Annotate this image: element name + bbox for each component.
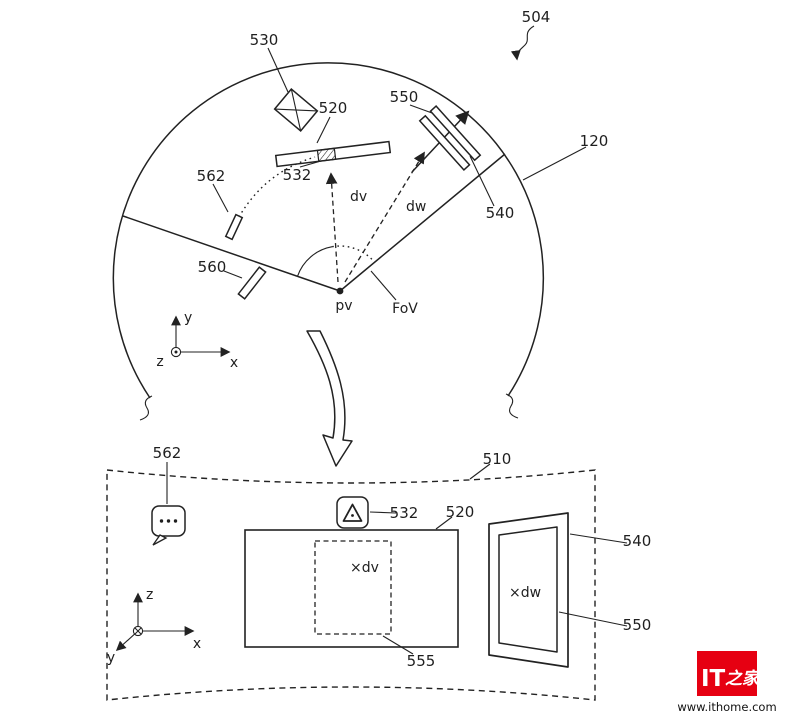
fov-right-edge (339, 153, 506, 292)
pv-point (336, 287, 344, 295)
fov-angle-arc-solid (296, 246, 333, 277)
ref-label-520: 520 (319, 99, 348, 117)
ref-label-562: 562 (197, 167, 226, 185)
slat-560 (237, 266, 267, 300)
leader-510 (469, 463, 491, 480)
axes-bottom: z x y (107, 587, 201, 666)
sphere-break-left (139, 395, 153, 421)
leader-540 (469, 155, 495, 207)
leader-fov (370, 270, 397, 301)
dw-label: dw (406, 199, 426, 215)
dw-arrow (344, 151, 425, 283)
ref-label-560: 560 (198, 258, 227, 276)
panorama-boundary (106, 469, 596, 701)
fov-left-edge (122, 215, 341, 292)
dv-marker: ×dv (350, 560, 379, 576)
panorama-view: ×dv ×dw z x y 510 562 532 520 540 550 55… (106, 444, 652, 701)
window-slats-550 (411, 105, 482, 173)
dv-label: dv (350, 189, 367, 205)
axis-label-y: y (184, 310, 192, 326)
leader-560 (223, 270, 243, 279)
leader-550 (409, 104, 433, 114)
axes-top: y x z (156, 310, 238, 371)
ref-label-504: 504 (522, 8, 551, 26)
leader-520 (316, 116, 331, 144)
watermark: IT 之家 www.ithome.com (677, 651, 777, 714)
axis-label-y: y (107, 650, 115, 666)
axis-label-z: z (156, 354, 163, 370)
ref-label-532: 532 (283, 166, 312, 184)
ref-label-530: 530 (250, 31, 279, 49)
leader-562 (212, 183, 229, 213)
ref-label-120: 120 (580, 132, 609, 150)
ref-label-540: 540 (623, 532, 652, 550)
hatched-region-532 (316, 147, 337, 162)
sphere-arc (112, 62, 545, 399)
axis-label-z: z (146, 587, 153, 603)
ithome-logo (697, 651, 757, 696)
ref-label-555: 555 (407, 652, 436, 670)
axis-label-x: x (230, 355, 238, 371)
frame-inner (498, 526, 558, 653)
leader-504 (510, 25, 535, 61)
app-triangle-icon (336, 496, 369, 529)
ref-label-562: 562 (153, 444, 182, 462)
leader-555 (382, 635, 414, 655)
sphere-break-right (505, 393, 519, 419)
leader-530 (267, 47, 289, 93)
leader-120 (522, 146, 587, 181)
dw-marker: ×dw (509, 585, 541, 601)
site-url: www.ithome.com (677, 700, 776, 714)
slat-562 (224, 156, 316, 241)
leader-532 (299, 160, 322, 168)
logo-home-text: 之家 (725, 669, 762, 689)
ref-label-520: 520 (446, 503, 475, 521)
projection-arrow (306, 330, 353, 467)
virtual-screen-520 (274, 140, 392, 168)
ref-label-540: 540 (486, 204, 515, 222)
leader-520 (435, 516, 453, 530)
ref-label-550: 550 (390, 88, 419, 106)
dashed-region-555 (314, 540, 392, 635)
fov-label: FoV (392, 301, 418, 317)
window-frame-540 (488, 512, 569, 668)
fov-angle-arc-dotted (332, 245, 376, 263)
chat-bubble-icon (151, 505, 186, 546)
pv-label: pv (335, 298, 352, 314)
ref-label-532: 532 (390, 504, 419, 522)
leader-540 (569, 533, 628, 544)
top-view: y x z 504 530 520 550 120 562 532 540 56… (112, 8, 609, 467)
trajectory-dotted (238, 156, 316, 218)
diamond-object-530 (273, 88, 319, 132)
ref-label-510: 510 (483, 450, 512, 468)
leader-550 (558, 611, 628, 627)
dv-arrow (325, 172, 339, 283)
virtual-screen-520-projected (244, 529, 459, 648)
leader-532 (369, 511, 397, 514)
ref-label-550: 550 (623, 616, 652, 634)
axis-label-x: x (193, 636, 201, 652)
logo-it-text: IT (701, 666, 726, 692)
